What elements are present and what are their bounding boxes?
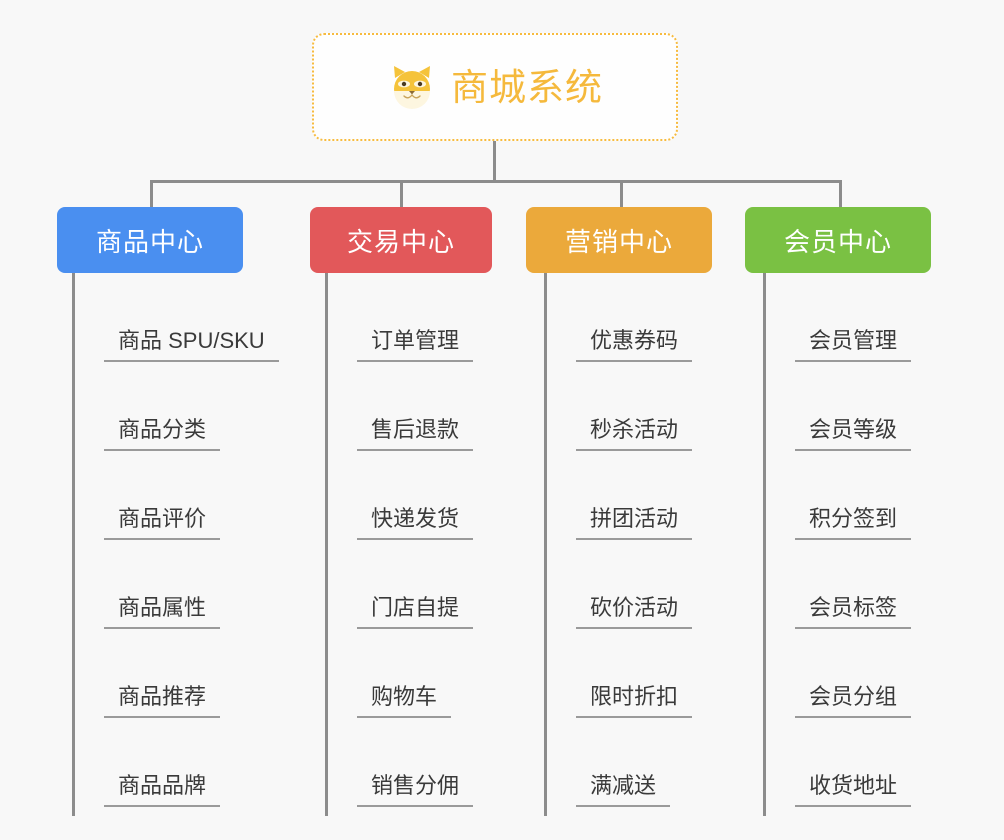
leaf-item[interactable]: 收货地址 (763, 718, 912, 807)
leaf-item[interactable]: 商品 SPU/SKU (72, 273, 279, 362)
leaf-item[interactable]: 满减送 (544, 718, 671, 807)
branch-spine-1 (72, 273, 75, 816)
leaf-label: 商品分类 (104, 416, 221, 451)
leaf-item[interactable]: 限时折扣 (544, 629, 693, 718)
leaf-item[interactable]: 商品属性 (72, 540, 221, 629)
leaf-item[interactable]: 砍价活动 (544, 540, 693, 629)
leaf-label: 购物车 (357, 683, 452, 718)
category-label-3: 营销中心 (564, 226, 673, 257)
leaf-label: 门店自提 (357, 594, 474, 629)
leaf-item[interactable]: 快递发货 (325, 451, 474, 540)
leaf-label: 积分签到 (795, 505, 912, 540)
drop-connector-3 (620, 180, 623, 208)
leaf-label: 砍价活动 (576, 594, 693, 629)
leaf-item[interactable]: 门店自提 (325, 540, 474, 629)
leaf-item[interactable]: 会员管理 (763, 273, 912, 362)
leaf-item[interactable]: 购物车 (325, 629, 452, 718)
leaf-label: 会员等级 (795, 416, 912, 451)
category-box-1[interactable]: 商品中心 (57, 207, 243, 273)
leaf-label: 售后退款 (357, 416, 474, 451)
leaf-item[interactable]: 销售分佣 (325, 718, 474, 807)
leaf-label: 会员分组 (795, 683, 912, 718)
leaf-label: 优惠券码 (576, 327, 693, 362)
leaf-item[interactable]: 会员标签 (763, 540, 912, 629)
leaf-item[interactable]: 积分签到 (763, 451, 912, 540)
category-label-4: 会员中心 (783, 226, 892, 257)
drop-connector-4 (839, 180, 842, 208)
shiba-dog-face-icon (387, 62, 437, 112)
leaf-label: 订单管理 (357, 327, 474, 362)
drop-connector-1 (150, 180, 153, 208)
leaf-label: 商品评价 (104, 505, 221, 540)
leaf-label: 商品推荐 (104, 683, 221, 718)
drop-connector-2 (400, 180, 403, 208)
leaf-label: 商品属性 (104, 594, 221, 629)
category-box-2[interactable]: 交易中心 (310, 207, 492, 273)
leaf-item[interactable]: 优惠券码 (544, 273, 693, 362)
leaf-item[interactable]: 订单管理 (325, 273, 474, 362)
leaf-item[interactable]: 售后退款 (325, 362, 474, 451)
branch-spine-3 (544, 273, 547, 816)
leaf-label: 商品 SPU/SKU (104, 327, 279, 362)
leaf-item[interactable]: 会员等级 (763, 362, 912, 451)
leaf-label: 秒杀活动 (576, 416, 693, 451)
leaf-label: 满减送 (576, 772, 671, 807)
category-label-2: 交易中心 (346, 226, 455, 257)
leaf-item[interactable]: 秒杀活动 (544, 362, 693, 451)
leaf-item[interactable]: 商品推荐 (72, 629, 221, 718)
leaf-label: 快递发货 (357, 505, 474, 540)
category-box-4[interactable]: 会员中心 (745, 207, 931, 273)
leaf-label: 会员管理 (795, 327, 912, 362)
leaf-label: 销售分佣 (357, 772, 474, 807)
leaf-item[interactable]: 拼团活动 (544, 451, 693, 540)
branch-spine-2 (325, 273, 328, 816)
root-node[interactable]: 商城系统 (312, 33, 678, 141)
leaf-label: 限时折扣 (576, 683, 693, 718)
root-stem-connector (493, 141, 496, 182)
category-box-3[interactable]: 营销中心 (526, 207, 712, 273)
leaf-item[interactable]: 商品评价 (72, 451, 221, 540)
leaf-label: 收货地址 (795, 772, 912, 807)
leaf-item[interactable]: 会员分组 (763, 629, 912, 718)
leaf-item[interactable]: 商品品牌 (72, 718, 221, 807)
branch-spine-4 (763, 273, 766, 816)
horizontal-bus-connector (151, 180, 841, 183)
leaf-label: 商品品牌 (104, 772, 221, 807)
category-label-1: 商品中心 (95, 226, 204, 257)
leaf-item[interactable]: 商品分类 (72, 362, 221, 451)
leaf-label: 会员标签 (795, 594, 912, 629)
root-title: 商城系统 (451, 66, 603, 108)
leaf-label: 拼团活动 (576, 505, 693, 540)
